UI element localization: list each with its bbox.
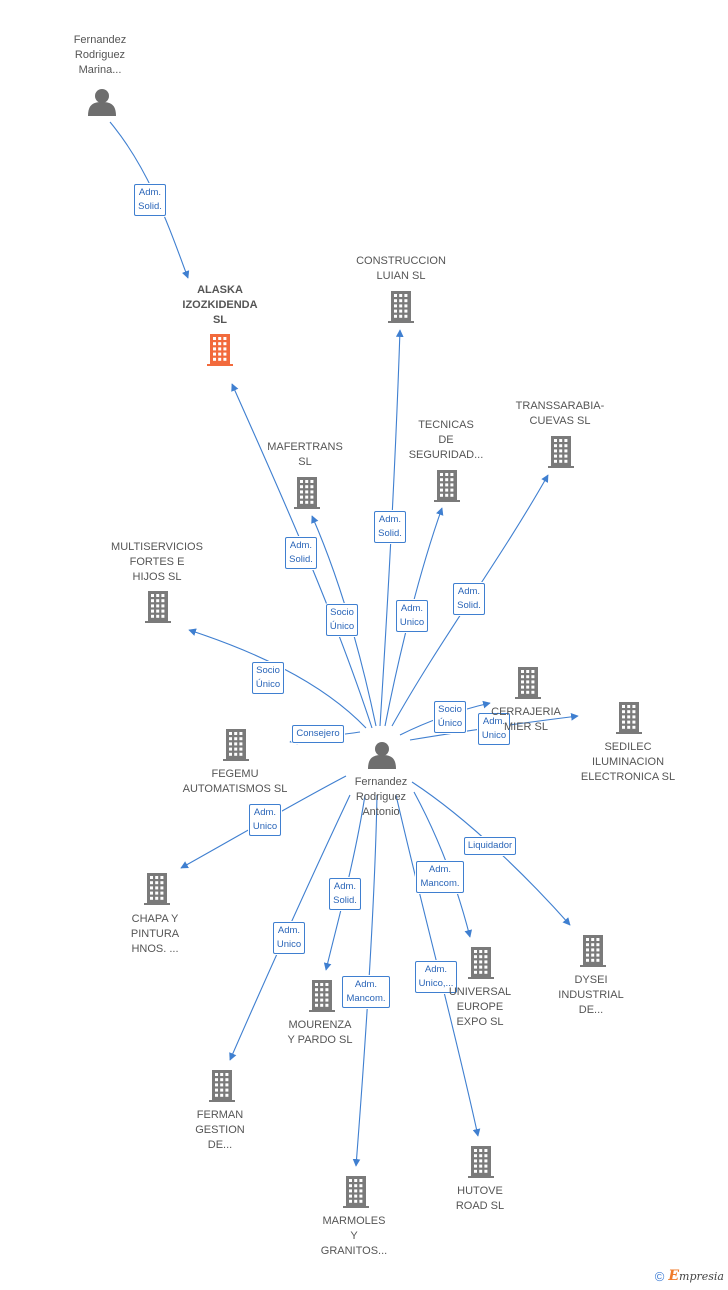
building-icon-marmoles[interactable] xyxy=(343,1176,369,1208)
building-icon-mafertrans[interactable] xyxy=(294,477,320,509)
edge-label-hutove[interactable]: Adm. Unico,... xyxy=(414,961,458,993)
footer-brand: © Empresia xyxy=(655,1268,724,1284)
edge-label-tecnicas[interactable]: Adm. Unico xyxy=(395,600,429,632)
node-label-transsarabia[interactable]: TRANSSARABIA- CUEVAS SL xyxy=(515,400,605,427)
building-icon-multiservicios[interactable] xyxy=(145,591,171,623)
edge-label-dysei[interactable]: Liquidador xyxy=(463,837,517,855)
node-label-mafertrans[interactable]: MAFERTRANS SL xyxy=(267,441,343,468)
node-label-tecnicas[interactable]: TECNICAS DE SEGURIDAD... xyxy=(408,419,484,461)
building-icon-hutove[interactable] xyxy=(468,1146,494,1178)
node-label-hutove[interactable]: HUTOVE ROAD SL xyxy=(455,1185,505,1212)
edge-label-fegemu[interactable]: Consejero xyxy=(292,725,344,743)
building-icon-chapa[interactable] xyxy=(144,873,170,905)
brand-logo: Empresia xyxy=(668,1268,724,1284)
building-icon-cerrajeria[interactable] xyxy=(515,667,541,699)
edge-label-transsarabia[interactable]: Adm. Solid. xyxy=(453,583,485,615)
edge-label-construccion[interactable]: Adm. Solid. xyxy=(374,511,406,543)
edge-label-marmoles[interactable]: Adm. Mancom. xyxy=(342,976,390,1008)
building-icon-ferman[interactable] xyxy=(209,1070,235,1102)
node-label-universal[interactable]: UNIVERSAL EUROPE EXPO SL xyxy=(448,986,512,1028)
node-label-multiservicios[interactable]: MULTISERVICIOS FORTES E HIJOS SL xyxy=(111,541,203,583)
building-icon-universal[interactable] xyxy=(468,947,494,979)
person-icon-marina[interactable] xyxy=(88,89,116,116)
edge-label-alaska[interactable]: Adm. Solid. xyxy=(285,537,317,569)
node-label-dysei[interactable]: DYSEI INDUSTRIAL DE... xyxy=(558,974,624,1016)
building-icon-mourenza[interactable] xyxy=(309,980,335,1012)
building-icon-transsarabia[interactable] xyxy=(548,436,574,468)
node-label-marmoles[interactable]: MARMOLES Y GRANITOS... xyxy=(320,1215,388,1257)
building-icon-tecnicas[interactable] xyxy=(434,470,460,502)
node-label-fegemu[interactable]: FEGEMU AUTOMATISMOS SL xyxy=(182,768,288,795)
node-label-chapa[interactable]: CHAPA Y PINTURA HNOS. ... xyxy=(130,913,180,955)
node-label-sedilec[interactable]: SEDILEC ILUMINACION ELECTRONICA SL xyxy=(580,741,676,783)
building-icon-fegemu[interactable] xyxy=(223,729,249,761)
person-icon-center[interactable] xyxy=(368,742,396,769)
edge-label-cerrajeria[interactable]: Socio Único xyxy=(433,701,467,733)
building-icon-dysei[interactable] xyxy=(580,935,606,967)
node-label-cerrajeria[interactable]: CERRAJERIA MIER SL xyxy=(491,706,561,733)
node-label-marina[interactable]: Fernandez Rodriguez Marina... xyxy=(73,34,127,76)
edge-label-multiservicios[interactable]: Socio Único xyxy=(251,662,285,694)
node-label-ferman[interactable]: FERMAN GESTION DE... xyxy=(195,1109,245,1151)
building-icon-alaska[interactable] xyxy=(207,334,233,366)
edge-label-ferman[interactable]: Adm. Unico xyxy=(272,922,306,954)
building-icon-sedilec[interactable] xyxy=(616,702,642,734)
edge-label-mourenza[interactable]: Adm. Solid. xyxy=(329,878,361,910)
node-label-mourenza[interactable]: MOURENZA Y PARDO SL xyxy=(287,1019,353,1046)
node-label-center[interactable]: Fernandez Rodriguez Antonio xyxy=(354,776,408,818)
building-icon-construccion[interactable] xyxy=(388,291,414,323)
edge-label-mafertrans[interactable]: Socio Único xyxy=(325,604,359,636)
edge-label-chapa[interactable]: Adm. Unico xyxy=(248,804,282,836)
node-label-alaska[interactable]: ALASKA IZOZKIDENDA SL xyxy=(182,284,258,326)
edge-label-universal[interactable]: Adm. Mancom. xyxy=(416,861,464,893)
node-label-construccion[interactable]: CONSTRUCCION LUIAN SL xyxy=(356,255,446,282)
edge-label-sedilec[interactable]: Adm. Unico xyxy=(477,713,511,745)
edge-label-alaska[interactable]: Adm. Solid. xyxy=(134,184,166,216)
copyright-icon: © xyxy=(654,1268,665,1284)
